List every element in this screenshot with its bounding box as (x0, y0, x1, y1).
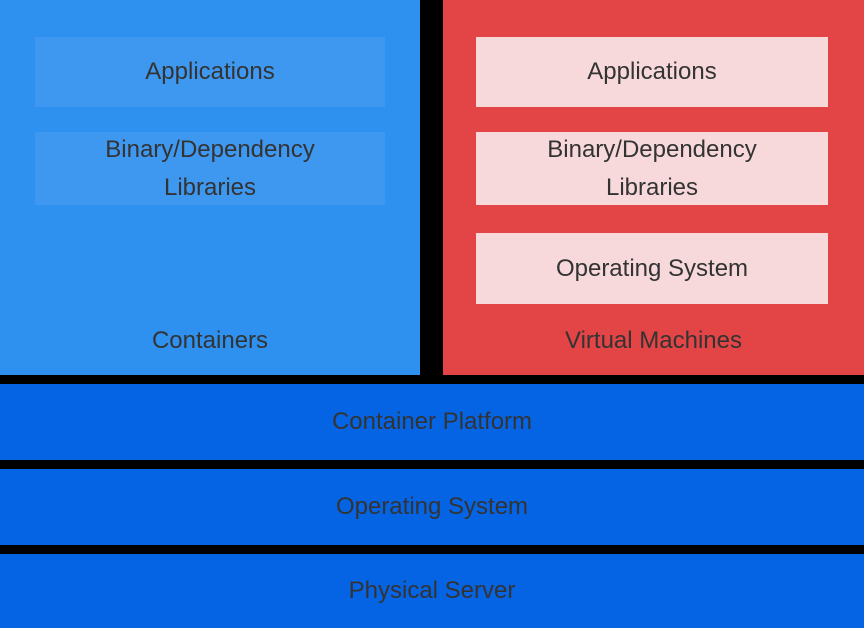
containers-libraries-box: Binary/Dependency Libraries (35, 132, 385, 205)
virtual-machines-panel: Applications Binary/Dependency Libraries… (443, 0, 864, 375)
containers-applications-label: Applications (145, 58, 275, 85)
container-platform-label: Container Platform (331, 408, 533, 435)
container-platform-bar: Container Platform (0, 384, 864, 460)
containers-panel: Applications Binary/Dependency Libraries… (0, 0, 420, 375)
virtual-machines-panel-label: Virtual Machines (565, 327, 742, 354)
vm-operating-system-box: Operating System (476, 233, 828, 304)
operating-system-label: Operating System (335, 493, 529, 520)
vm-applications-label: Applications (587, 58, 717, 85)
vm-libraries-box: Binary/Dependency Libraries (476, 132, 828, 205)
physical-server-label: Physical Server (348, 577, 516, 604)
physical-server-bar: Physical Server (0, 554, 864, 628)
containers-panel-label: Containers (151, 327, 269, 354)
vm-applications-box: Applications (476, 37, 828, 107)
containers-applications-box: Applications (35, 37, 385, 107)
vm-operating-system-label: Operating System (555, 254, 749, 282)
containers-libraries-label: Binary/Dependency Libraries (105, 135, 315, 201)
operating-system-bar: Operating System (0, 469, 864, 545)
vm-libraries-label: Binary/Dependency Libraries (547, 135, 757, 201)
